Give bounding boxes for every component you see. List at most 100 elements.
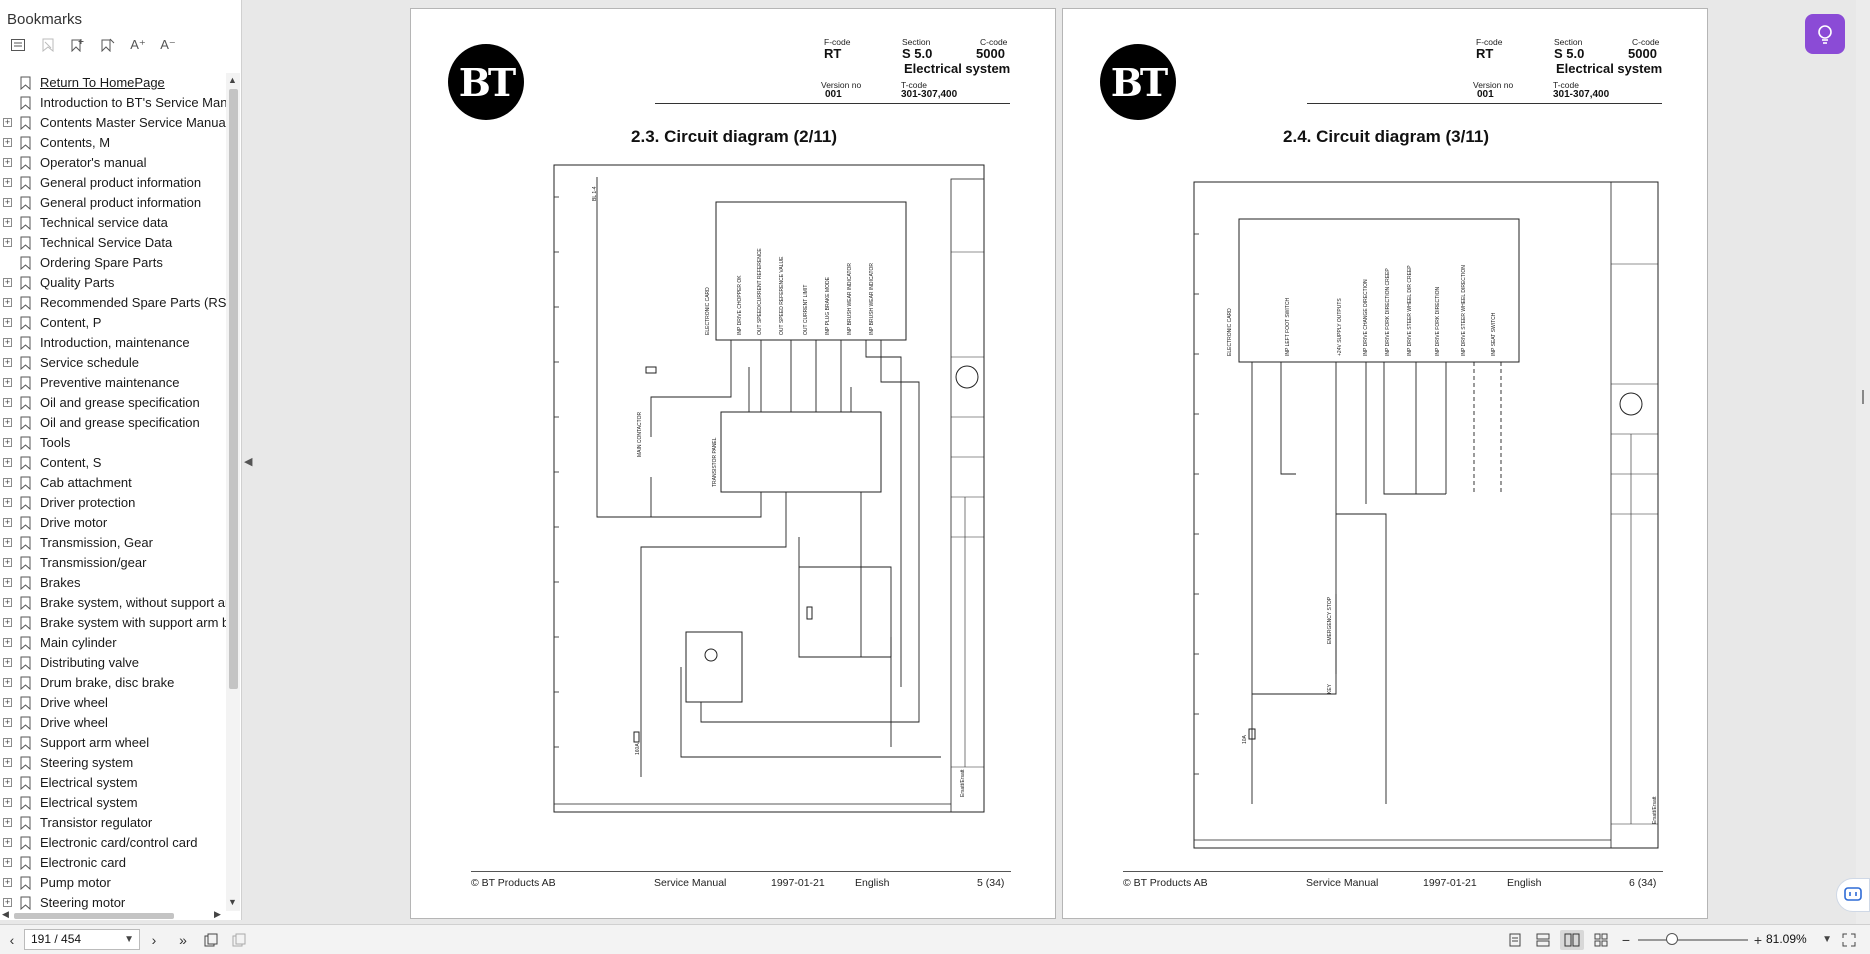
scroll-up-icon[interactable]: ▲ — [228, 75, 237, 85]
expand-icon[interactable]: + — [3, 657, 12, 667]
expand-all-icon[interactable] — [6, 34, 30, 56]
expand-icon[interactable]: + — [3, 277, 12, 287]
bookmark-item[interactable]: +Content, P — [0, 313, 226, 333]
bookmark-item[interactable]: +Recommended Spare Parts (RSP) — [0, 293, 226, 313]
chevron-down-icon[interactable]: ▼ — [124, 934, 134, 945]
bookmark-item[interactable]: +Steering motor — [0, 893, 226, 911]
bookmark-properties-icon[interactable] — [96, 34, 120, 56]
expand-icon[interactable]: + — [3, 577, 12, 587]
bookmark-item[interactable]: +Oil and grease specification — [0, 413, 226, 433]
scroll-position-marker[interactable] — [1862, 390, 1864, 404]
expand-icon[interactable]: + — [3, 677, 12, 687]
bookmark-item[interactable]: +Oil and grease specification — [0, 393, 226, 413]
horizontal-scrollbar[interactable]: ◀ ▶ — [0, 909, 226, 922]
zoom-slider[interactable] — [1638, 939, 1748, 941]
bookmark-item[interactable]: +Electronic card/control card — [0, 833, 226, 853]
bookmark-item[interactable]: +Electronic card — [0, 853, 226, 873]
expand-icon[interactable]: + — [3, 597, 12, 607]
expand-icon[interactable]: + — [3, 357, 12, 367]
bookmark-item[interactable]: +Distributing valve — [0, 653, 226, 673]
expand-icon[interactable]: + — [3, 237, 12, 247]
zoom-in-icon[interactable]: + — [1753, 932, 1763, 948]
bookmark-scrollbar[interactable]: ▲ ▼ — [226, 73, 240, 911]
zoom-slider-handle[interactable] — [1666, 933, 1678, 945]
expand-icon[interactable]: + — [3, 877, 12, 887]
scroll-left-icon[interactable]: ◀ — [2, 909, 9, 919]
expand-icon[interactable]: + — [3, 297, 12, 307]
zoom-out-icon[interactable]: − — [1621, 932, 1631, 948]
continuous-view-icon[interactable] — [1532, 930, 1554, 950]
expand-icon[interactable]: + — [3, 617, 12, 627]
expand-icon[interactable]: + — [3, 537, 12, 547]
bookmark-item[interactable]: +Cab attachment — [0, 473, 226, 493]
bookmark-item[interactable]: +Introduction, maintenance — [0, 333, 226, 353]
bookmark-item[interactable]: Ordering Spare Parts — [0, 253, 226, 273]
bookmark-item[interactable]: +Quality Parts — [0, 273, 226, 293]
bookmark-item[interactable]: Return To HomePage — [0, 73, 226, 93]
bookmark-item[interactable]: +General product information — [0, 193, 226, 213]
expand-icon[interactable]: + — [3, 337, 12, 347]
copy-page-icon[interactable] — [200, 930, 222, 950]
expand-icon[interactable]: + — [3, 417, 12, 427]
bookmark-item[interactable]: +Transmission/gear — [0, 553, 226, 573]
bookmark-item[interactable]: +Drive wheel — [0, 713, 226, 733]
bookmark-item[interactable]: +General product information — [0, 173, 226, 193]
delete-bookmark-icon[interactable] — [36, 34, 60, 56]
bookmark-item[interactable]: +Brakes — [0, 573, 226, 593]
scroll-down-icon[interactable]: ▼ — [228, 897, 237, 907]
expand-icon[interactable]: + — [3, 117, 12, 127]
expand-icon[interactable]: + — [3, 177, 12, 187]
fullscreen-icon[interactable] — [1838, 930, 1860, 950]
bookmark-item[interactable]: +Steering system — [0, 753, 226, 773]
expand-icon[interactable]: + — [3, 837, 12, 847]
bookmark-item[interactable]: +Drive motor — [0, 513, 226, 533]
horizontal-scroll-thumb[interactable] — [14, 913, 174, 919]
expand-icon[interactable]: + — [3, 717, 12, 727]
bookmark-item[interactable]: +Electrical system — [0, 773, 226, 793]
expand-icon[interactable]: + — [3, 477, 12, 487]
bookmark-item[interactable]: +Operator's manual — [0, 153, 226, 173]
scroll-thumb[interactable] — [229, 89, 238, 689]
single-page-view-icon[interactable] — [1504, 930, 1526, 950]
expand-icon[interactable]: + — [3, 737, 12, 747]
expand-icon[interactable]: + — [3, 637, 12, 647]
expand-icon[interactable]: + — [3, 397, 12, 407]
bookmark-item[interactable]: +Support arm wheel — [0, 733, 226, 753]
next-page-icon[interactable]: › — [151, 932, 157, 948]
bookmark-item[interactable]: +Driver protection — [0, 493, 226, 513]
collapse-sidebar-icon[interactable]: ◀ — [244, 456, 253, 468]
expand-icon[interactable]: + — [3, 897, 12, 907]
expand-icon[interactable]: + — [3, 437, 12, 447]
bookmark-item[interactable]: +Contents Master Service Manual (M — [0, 113, 226, 133]
previous-page-icon[interactable]: ‹ — [9, 932, 15, 948]
bookmark-item[interactable]: +Contents, M — [0, 133, 226, 153]
bookmark-item[interactable]: +Technical Service Data — [0, 233, 226, 253]
grid-view-icon[interactable] — [1590, 930, 1612, 950]
expand-icon[interactable]: + — [3, 317, 12, 327]
expand-icon[interactable]: + — [3, 377, 12, 387]
expand-icon[interactable]: + — [3, 517, 12, 527]
vertical-scrollbar[interactable] — [1856, 0, 1870, 930]
expand-icon[interactable]: + — [3, 777, 12, 787]
bookmark-item[interactable]: +Drum brake, disc brake — [0, 673, 226, 693]
expand-icon[interactable]: + — [3, 137, 12, 147]
bookmark-item[interactable]: +Transistor regulator — [0, 813, 226, 833]
chat-icon[interactable] — [1836, 878, 1870, 912]
bookmark-item[interactable]: +Technical service data — [0, 213, 226, 233]
two-page-view-icon[interactable] — [1560, 930, 1584, 950]
bookmark-item[interactable]: +Pump motor — [0, 873, 226, 893]
expand-icon[interactable]: + — [3, 757, 12, 767]
duplicate-page-icon[interactable] — [228, 930, 250, 950]
expand-icon[interactable]: + — [3, 857, 12, 867]
bookmark-item[interactable]: +Tools — [0, 433, 226, 453]
decrease-font-icon[interactable]: A⁻ — [160, 37, 176, 52]
bookmark-item[interactable]: +Main cylinder — [0, 633, 226, 653]
zoom-level-input[interactable]: 81.09%▼ — [1766, 929, 1834, 950]
expand-icon[interactable]: + — [3, 457, 12, 467]
scroll-right-icon[interactable]: ▶ — [214, 909, 221, 919]
expand-icon[interactable]: + — [3, 817, 12, 827]
lightbulb-icon[interactable] — [1805, 14, 1845, 54]
bookmark-item[interactable]: +Content, S — [0, 453, 226, 473]
bookmark-item[interactable]: +Service schedule — [0, 353, 226, 373]
expand-icon[interactable]: + — [3, 217, 12, 227]
